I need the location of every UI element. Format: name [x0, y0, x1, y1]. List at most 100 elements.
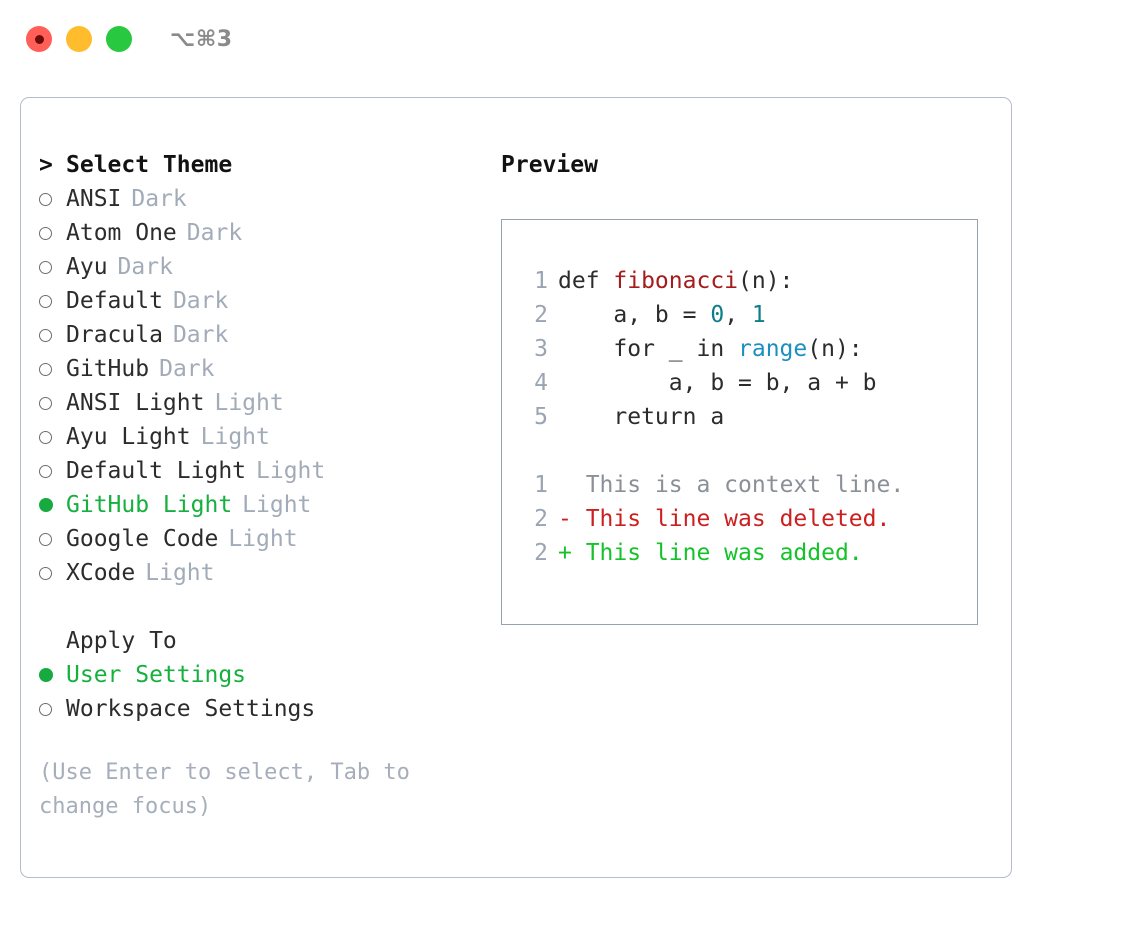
radio-mark	[39, 294, 52, 308]
code-diff-spacer	[522, 434, 977, 468]
code-line: 4 a, b = b, a + b	[522, 366, 977, 400]
code-line: 3 for _ in range(n):	[522, 332, 977, 366]
code-line-number: 1	[534, 268, 548, 294]
radio-mark	[39, 260, 52, 274]
radio-unselected-icon	[39, 566, 66, 580]
code-line-number: 5	[534, 404, 548, 430]
theme-option-xcode[interactable]: XCode Light	[39, 556, 479, 590]
diff-line-number: 1	[534, 472, 548, 498]
radio-selected-icon	[39, 668, 66, 682]
code-token-num: 1	[751, 302, 766, 328]
code-line: 2 a, b = 0, 1	[522, 298, 977, 332]
code-token-plain: a, b = b, a + b	[558, 370, 877, 396]
diff-line-content: - This line was deleted.	[558, 502, 890, 536]
radio-mark	[39, 668, 53, 682]
radio-selected-icon	[39, 498, 66, 512]
theme-option-variant-tag: Dark	[117, 254, 173, 280]
radio-unselected-icon	[39, 464, 66, 478]
theme-option-label: GitHub Light	[66, 492, 233, 518]
diff-sample: 1 This is a context line.2- This line wa…	[522, 468, 977, 570]
theme-option-variant-tag: Light	[145, 560, 215, 586]
theme-option-label: GitHub	[66, 356, 150, 382]
radio-unselected-icon	[39, 226, 66, 240]
diff-line-number: 2	[534, 540, 548, 566]
diff-line-content: + This line was added.	[558, 536, 863, 570]
keyboard-shortcut-label: ⌥⌘3	[170, 26, 233, 52]
radio-mark	[39, 498, 53, 512]
apply-to-option-user-settings[interactable]: User Settings	[39, 658, 479, 692]
apply-to-option-workspace-settings[interactable]: Workspace Settings	[39, 692, 479, 726]
theme-option-variant-tag: Light	[228, 526, 298, 552]
theme-option-ayu[interactable]: Ayu Dark	[39, 250, 479, 284]
diff-text: This line was deleted.	[585, 506, 891, 532]
code-token-plain: a, b =	[558, 302, 711, 328]
radio-unselected-icon	[39, 430, 66, 444]
theme-option-label: Default Light	[66, 458, 247, 484]
radio-mark	[39, 566, 52, 580]
code-token-plain: return a	[558, 404, 725, 430]
minimize-window-icon[interactable]	[66, 26, 92, 52]
theme-option-variant-tag: Dark	[186, 220, 243, 246]
radio-mark	[39, 464, 52, 478]
code-token-plain: for _ in	[558, 336, 739, 362]
code-token-plain: (n):	[738, 268, 794, 294]
diff-line: 1 This is a context line.	[522, 468, 977, 502]
radio-mark	[39, 226, 52, 240]
theme-option-github[interactable]: GitHub Dark	[39, 352, 479, 386]
theme-option-label: ANSI Light	[66, 390, 205, 416]
theme-option-label: Atom One	[66, 220, 177, 246]
code-line-content: a, b = 0, 1	[558, 298, 766, 332]
diff-line-content: This is a context line.	[558, 468, 905, 502]
radio-mark	[39, 430, 52, 444]
section-spacer	[39, 590, 479, 624]
radio-mark	[39, 192, 52, 206]
apply-to-heading: Apply To	[66, 628, 177, 654]
code-line-number: 3	[534, 336, 548, 362]
radio-unselected-icon	[39, 260, 66, 274]
theme-option-label: Ayu	[66, 254, 108, 280]
radio-unselected-icon	[39, 396, 66, 410]
theme-option-variant-tag: Dark	[159, 356, 215, 382]
theme-option-variant-tag: Light	[200, 424, 270, 450]
theme-option-label: XCode	[66, 560, 136, 586]
theme-option-default-light[interactable]: Default Light Light	[39, 454, 479, 488]
theme-option-variant-tag: Dark	[172, 288, 229, 314]
code-line-number: 2	[534, 302, 548, 328]
radio-mark	[39, 702, 52, 716]
code-token-plain: (n):	[807, 336, 863, 362]
theme-option-ayu-light[interactable]: Ayu Light Light	[39, 420, 479, 454]
maximize-window-icon[interactable]	[106, 26, 132, 52]
diff-text: This line was added.	[585, 540, 863, 566]
theme-option-atom-one[interactable]: Atom One Dark	[39, 216, 479, 250]
close-window-icon[interactable]	[26, 26, 52, 52]
code-line-content: a, b = b, a + b	[558, 366, 877, 400]
apply-to-option-label: User Settings	[66, 662, 247, 688]
radio-unselected-icon	[39, 192, 66, 206]
radio-unselected-icon	[39, 328, 66, 342]
theme-option-label: Ayu Light	[66, 424, 191, 450]
code-token-call: range	[738, 336, 808, 362]
code-line-content: for _ in range(n):	[558, 332, 863, 366]
radio-unselected-icon	[39, 702, 66, 716]
theme-option-variant-tag: Light	[242, 492, 312, 518]
radio-mark	[39, 396, 52, 410]
theme-option-github-light[interactable]: GitHub Light Light	[39, 488, 479, 522]
diff-marker	[558, 472, 586, 498]
diff-marker: -	[558, 506, 586, 532]
theme-option-variant-tag: Dark	[131, 186, 187, 212]
radio-unselected-icon	[39, 294, 66, 308]
radio-mark	[39, 362, 52, 376]
radio-mark	[39, 532, 52, 546]
diff-line-number: 2	[534, 506, 548, 532]
theme-option-variant-tag: Light	[256, 458, 326, 484]
